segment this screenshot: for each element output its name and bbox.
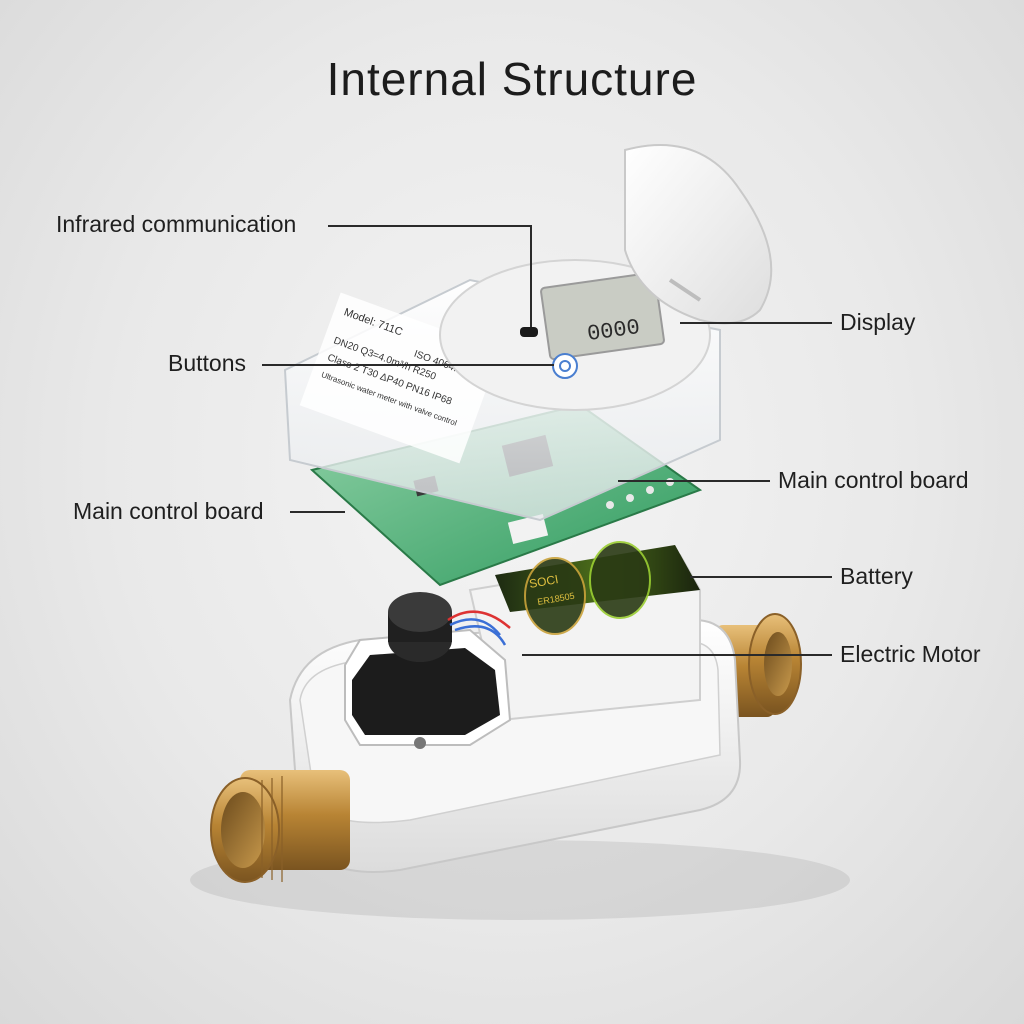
leader-infrared-v [530, 225, 532, 327]
callout-main-control-board-left: Main control board [73, 498, 264, 524]
callout-main-control-board-right: Main control board [778, 467, 969, 493]
flip-lid [624, 144, 773, 325]
callout-buttons: Buttons [168, 350, 246, 376]
leader-motor [522, 654, 832, 656]
lcd-display [540, 271, 665, 361]
leader-battery [690, 576, 832, 578]
leader-infrared-h [328, 225, 532, 227]
left-brass-connector [210, 770, 350, 883]
callout-battery: Battery [840, 563, 913, 589]
page-title: Internal Structure [326, 53, 698, 105]
callout-display: Display [840, 309, 916, 335]
battery-brand-text: SOCI [528, 572, 559, 591]
leader-buttons [262, 364, 554, 366]
battery-compartment: SOCI ER18505 [468, 541, 701, 722]
callout-electric-motor: Electric Motor [840, 641, 981, 667]
touch-button [552, 353, 578, 379]
callout-infrared-communication: Infrared communication [56, 211, 297, 237]
leader-main-board-right [618, 480, 770, 482]
electric-motor [344, 592, 512, 749]
infrared-window [520, 327, 538, 337]
leader-main-board-left [290, 511, 345, 513]
leader-display [680, 322, 832, 324]
